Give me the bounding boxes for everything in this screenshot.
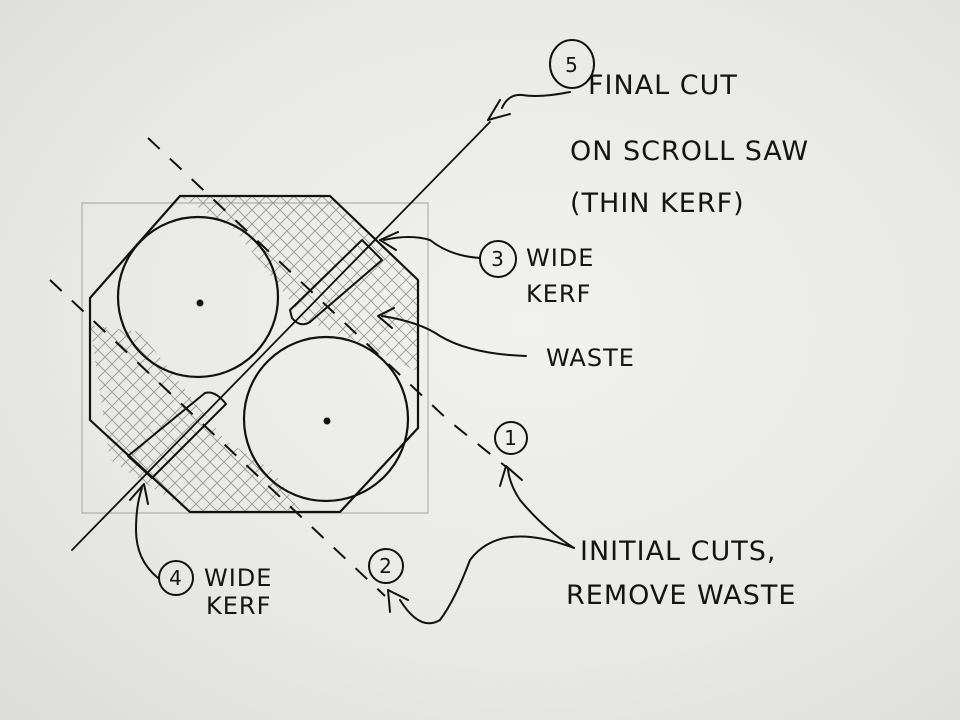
waste-label: WASTE	[546, 344, 635, 372]
center-mark-lower	[323, 417, 331, 425]
waste-arrowhead	[377, 307, 395, 329]
step3-label-line2: KERF	[526, 280, 591, 308]
step2-circle	[368, 548, 404, 584]
waste-leader	[381, 315, 527, 357]
initial-arrowhead-2	[387, 589, 409, 613]
wide-kerf-slot-lower	[127, 391, 227, 479]
step4-leader	[135, 487, 159, 579]
initial-leader-to-1	[507, 469, 575, 549]
step5-number: 5	[565, 53, 579, 77]
lower-right-circle	[242, 335, 410, 503]
waste-region-upper-right	[180, 196, 418, 372]
waste-region-lower-left	[90, 325, 300, 512]
initial-arrowhead-1	[499, 465, 523, 487]
wide-kerf-slot-upper	[289, 239, 383, 326]
final-cut-line	[71, 121, 491, 551]
step4-arrowhead	[129, 483, 149, 505]
upper-left-circle	[116, 215, 280, 379]
step3-arrowhead	[379, 231, 399, 251]
initial-cut-line-1	[147, 137, 511, 471]
step4-number: 4	[169, 566, 183, 590]
step5-label-line2: ON SCROLL SAW	[570, 136, 809, 167]
step5-circle	[549, 39, 595, 89]
step3-number: 3	[491, 247, 505, 271]
initial-label-line1: INITIAL CUTS,	[580, 536, 777, 567]
step2-number: 2	[379, 554, 393, 578]
initial-cut-line-2	[49, 279, 386, 597]
step5-label-line1: FINAL CUT	[588, 70, 738, 101]
step3-label-line1: WIDE	[526, 244, 594, 272]
step1-circle	[494, 421, 528, 455]
step4-label-line1: WIDE	[204, 564, 272, 592]
step5-arrowhead	[487, 99, 511, 121]
step3-circle	[479, 240, 517, 278]
initial-label-line2: REMOVE WASTE	[566, 580, 796, 611]
octagon-blank	[88, 194, 420, 514]
step1-number: 1	[504, 426, 518, 450]
step4-label-line2: KERF	[206, 592, 271, 620]
step5-leader	[501, 91, 571, 109]
step5-label-line3: (THIN KERF)	[570, 188, 745, 219]
center-mark-upper	[196, 299, 204, 307]
initial-leader-to-2	[399, 535, 575, 625]
step3-leader	[383, 236, 481, 259]
